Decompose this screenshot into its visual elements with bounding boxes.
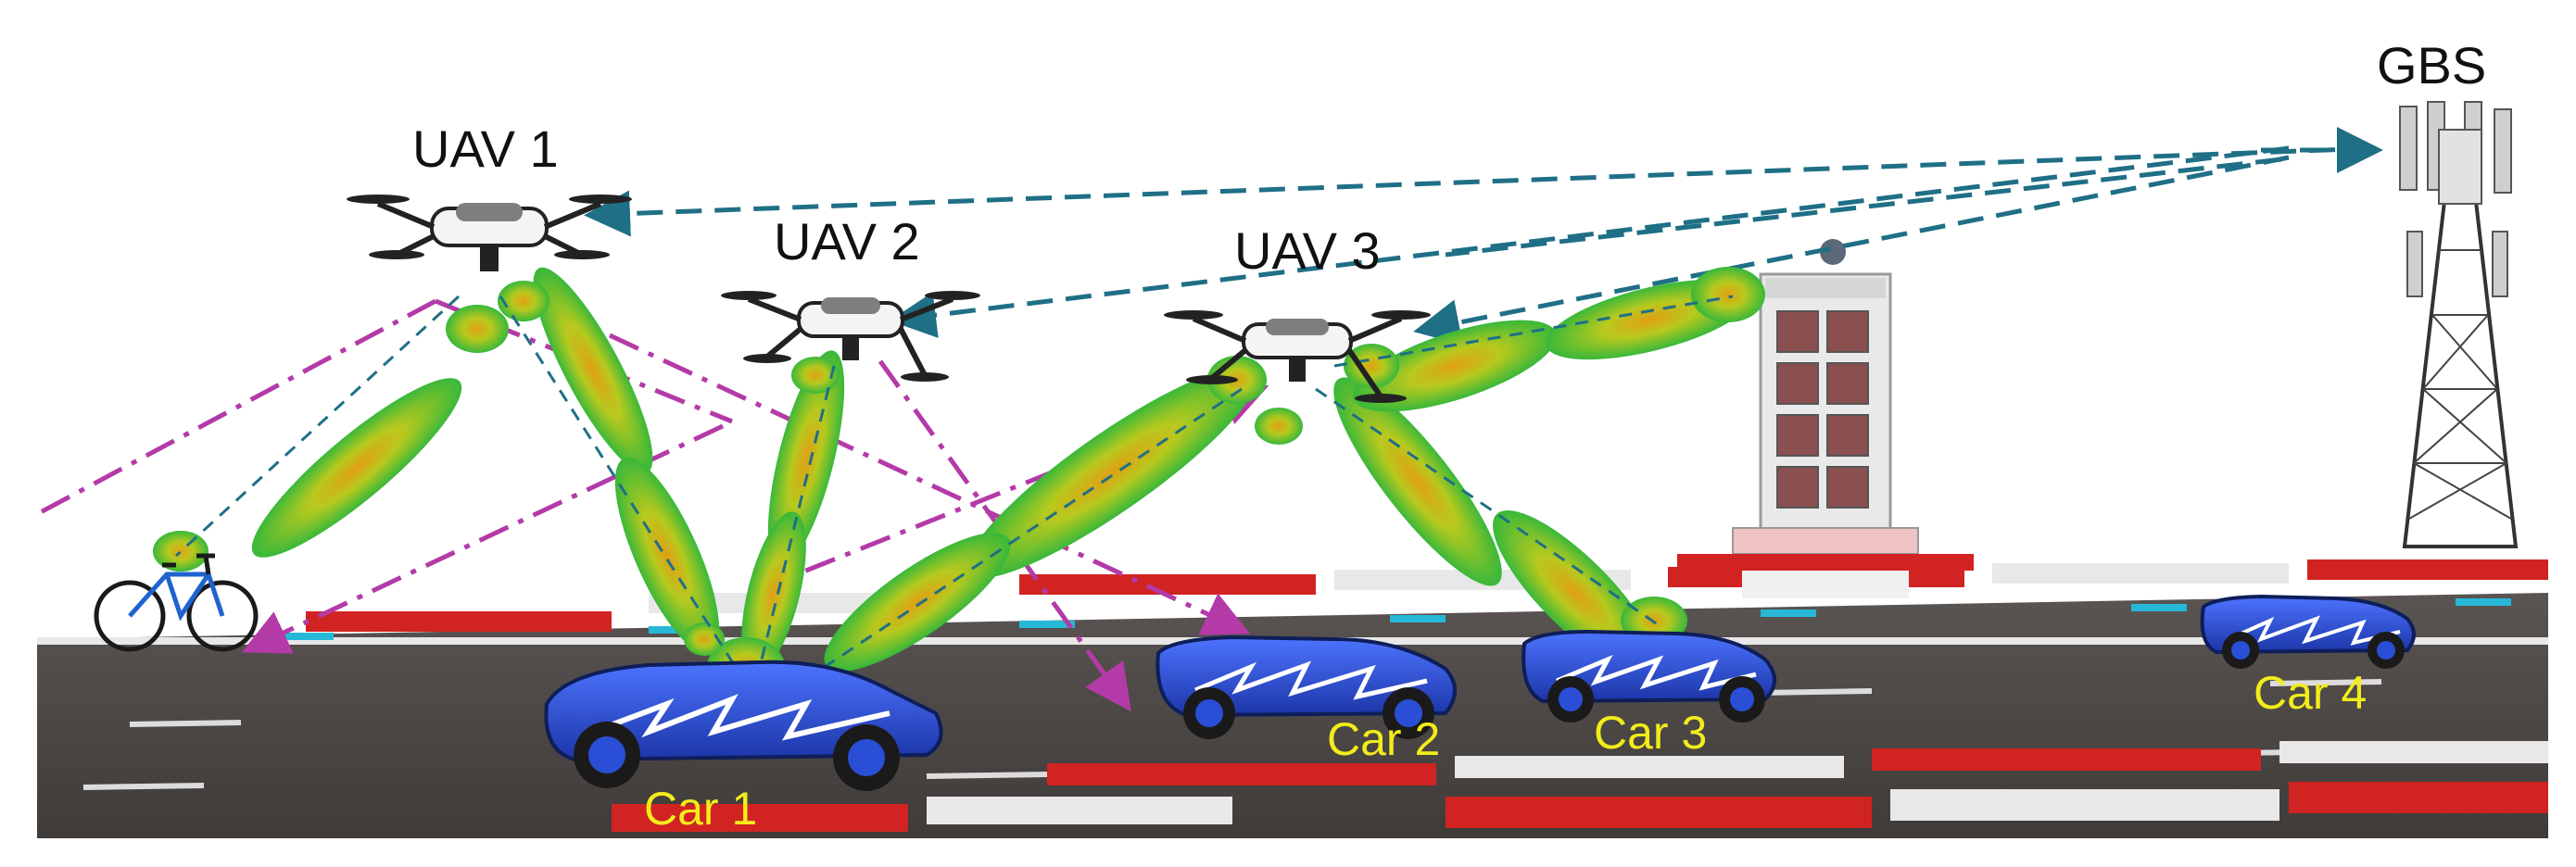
uav-2-label: UAV 2 xyxy=(774,212,920,270)
backhaul-uav3-gbs xyxy=(1413,155,2290,346)
car-4 xyxy=(2200,594,2416,669)
uav-2-drone xyxy=(721,291,980,382)
building xyxy=(1677,239,1974,598)
uav-3-drone xyxy=(1164,310,1431,403)
car-2 xyxy=(1155,635,1457,739)
uav-1-label: UAV 1 xyxy=(412,119,559,178)
car-3 xyxy=(1522,629,1776,722)
near-barriers xyxy=(612,741,2548,832)
backhaul-links xyxy=(584,127,2383,346)
uav-3-label: UAV 3 xyxy=(1234,221,1381,280)
backhaul-uav3-gbs-2 xyxy=(1445,157,2282,258)
gbs-label: GBS xyxy=(2377,36,2486,94)
beam-axes xyxy=(174,295,1734,677)
car-3-label: Car 3 xyxy=(1594,707,1707,759)
uav-1-drone xyxy=(347,195,632,271)
backhaul-uav1-gbs xyxy=(584,145,2375,237)
car-1-label: Car 1 xyxy=(644,783,757,835)
gbs-tower xyxy=(2399,101,2519,548)
car-2-label: Car 2 xyxy=(1327,713,1440,765)
car-4-label: Car 4 xyxy=(2254,667,2367,719)
bicycle xyxy=(94,553,259,652)
car-1 xyxy=(544,660,943,791)
